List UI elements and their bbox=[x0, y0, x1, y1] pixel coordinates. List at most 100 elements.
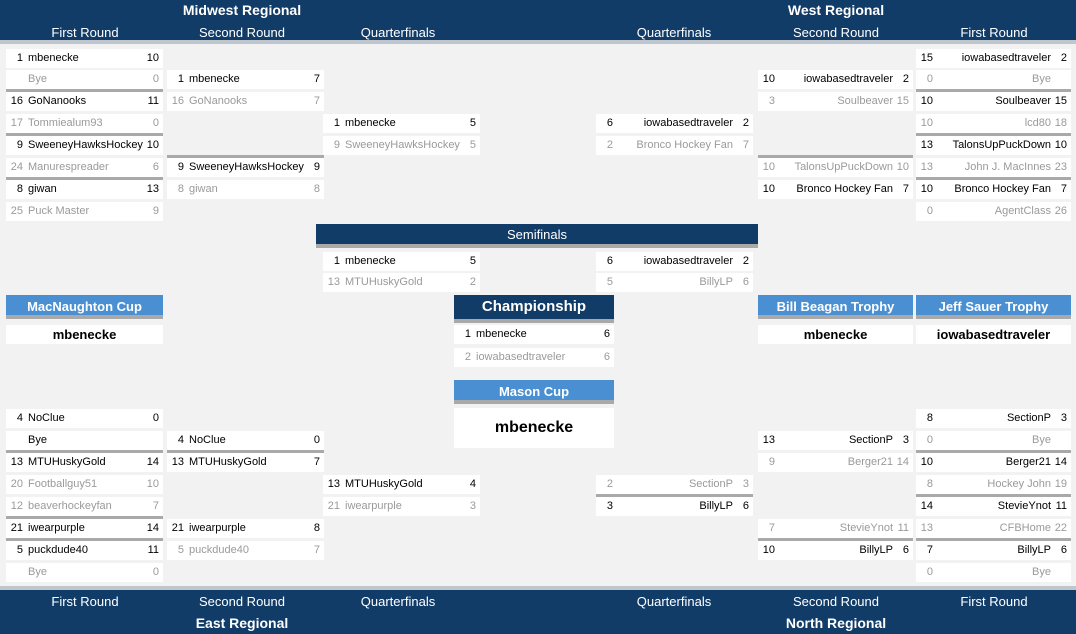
team-name: NoClue bbox=[189, 434, 226, 446]
team-name: Bronco Hockey Fan bbox=[796, 183, 893, 195]
team-score: 19 bbox=[1054, 478, 1067, 490]
team-score: 10 bbox=[146, 478, 159, 490]
team-name: Bye bbox=[28, 434, 47, 446]
seed-number: 9 bbox=[333, 139, 340, 151]
macnaughton-cup-title: MacNaughton Cup bbox=[6, 295, 163, 319]
team-name: MTUHuskyGold bbox=[345, 478, 423, 490]
mason-cup-title: Mason Cup bbox=[454, 380, 614, 404]
seed-number: 2 bbox=[464, 351, 471, 363]
team-name: SweeneyHawksHockey bbox=[189, 161, 304, 173]
team-score: 3 bbox=[1060, 412, 1067, 424]
team-score: 6 bbox=[603, 328, 610, 340]
team-slot[interactable]: Bye bbox=[6, 431, 163, 450]
team-score: 0 bbox=[152, 117, 159, 129]
team-score: 2 bbox=[902, 73, 909, 85]
team-score: 15 bbox=[896, 95, 909, 107]
team-name: CFBHome bbox=[999, 522, 1051, 534]
seed-number: 5 bbox=[606, 276, 613, 288]
team-name: iwearpurple bbox=[345, 500, 402, 512]
team-name: MTUHuskyGold bbox=[189, 456, 267, 468]
team-name: iowabasedtraveler bbox=[643, 117, 733, 129]
team-name: iowabasedtraveler bbox=[961, 52, 1051, 64]
team-score: 6 bbox=[742, 500, 749, 512]
team-name: Berger21 bbox=[847, 456, 893, 468]
seed-number: 0 bbox=[926, 434, 933, 446]
team-score: 7 bbox=[1060, 183, 1067, 195]
team-score: 0 bbox=[152, 566, 159, 578]
round-label-second: Second Round bbox=[792, 25, 879, 40]
seed-number: 16 bbox=[171, 95, 184, 107]
team-name: iowabasedtraveler bbox=[476, 351, 566, 363]
team-name: SectionP bbox=[848, 434, 893, 446]
round-label-second: Second Round bbox=[198, 594, 285, 609]
seed-number: 10 bbox=[920, 95, 933, 107]
team-name: SectionP bbox=[1006, 412, 1051, 424]
team-name: BillyLP bbox=[1017, 544, 1051, 556]
seed-number: 1 bbox=[177, 73, 184, 85]
team-score: 11 bbox=[897, 522, 909, 534]
team-score: 6 bbox=[742, 276, 749, 288]
